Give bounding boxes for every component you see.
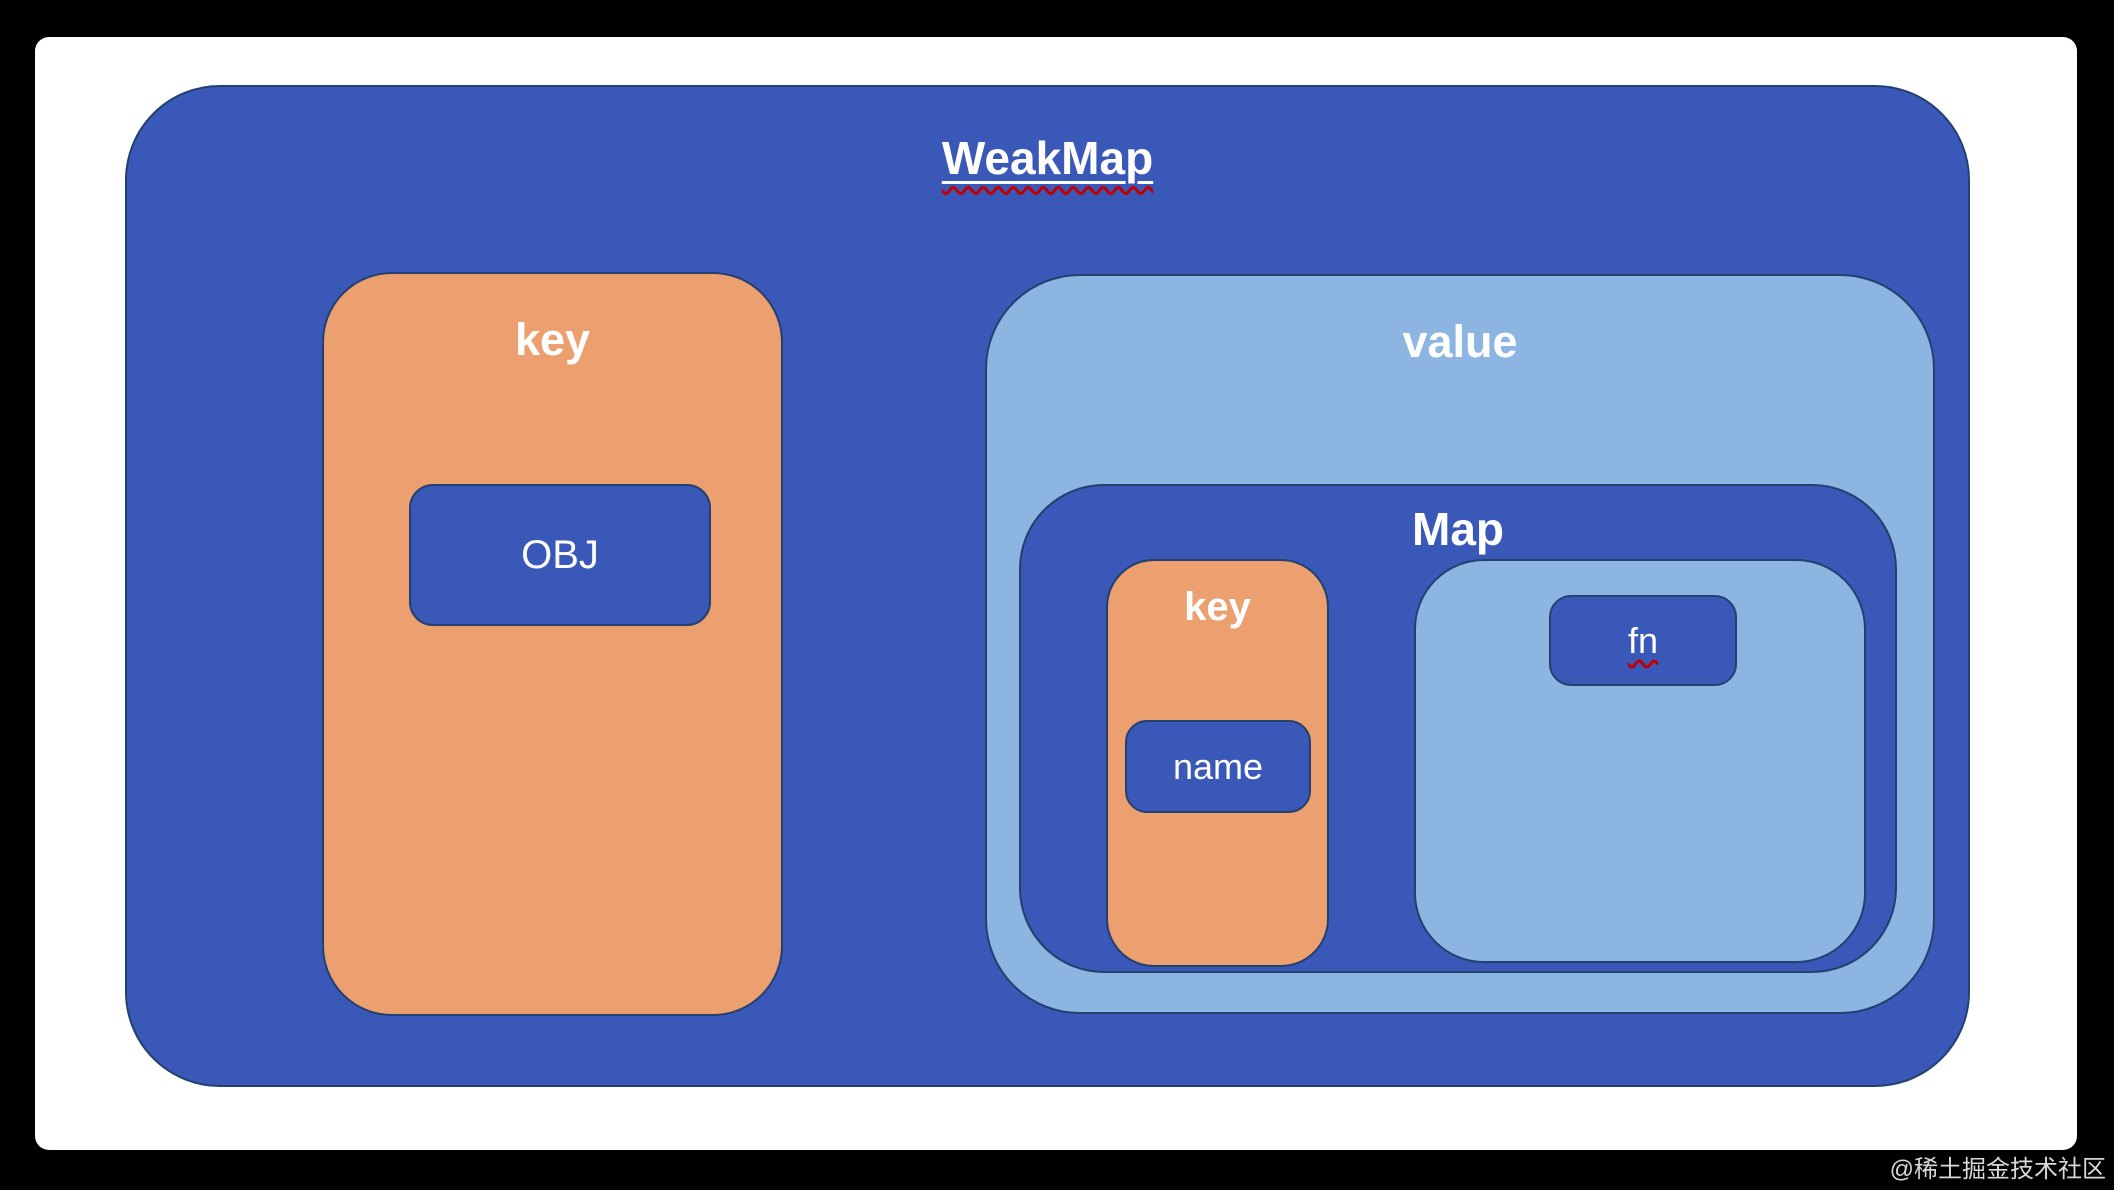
fn-label: fn: [1627, 619, 1659, 661]
value-box: value Map key name fn: [985, 274, 1935, 1014]
outer-key-box: key OBJ: [322, 272, 783, 1016]
spellcheck-squiggle: WeakMap: [942, 132, 1153, 184]
watermark-text: @稀土掘金技术社区: [1889, 1156, 2106, 1183]
value-label: value: [1402, 316, 1518, 367]
slide-canvas: WeakMap key OBJ value Map key name fn: [35, 37, 2077, 1150]
inner-key-box: key name: [1106, 559, 1329, 967]
weakmap-container-box: WeakMap key OBJ value Map key name fn: [125, 85, 1970, 1087]
obj-box: OBJ: [409, 484, 711, 626]
weakmap-title: WeakMap: [127, 133, 1968, 183]
fn-box: fn: [1549, 595, 1737, 686]
weakmap-title-text: WeakMap: [941, 132, 1154, 184]
fn-container-box: fn: [1414, 559, 1866, 963]
map-box: Map key name fn: [1019, 484, 1897, 973]
outer-key-label: key: [514, 314, 591, 365]
name-box: name: [1125, 720, 1311, 813]
map-label: Map: [1412, 503, 1504, 555]
inner-key-label: key: [1184, 585, 1251, 629]
